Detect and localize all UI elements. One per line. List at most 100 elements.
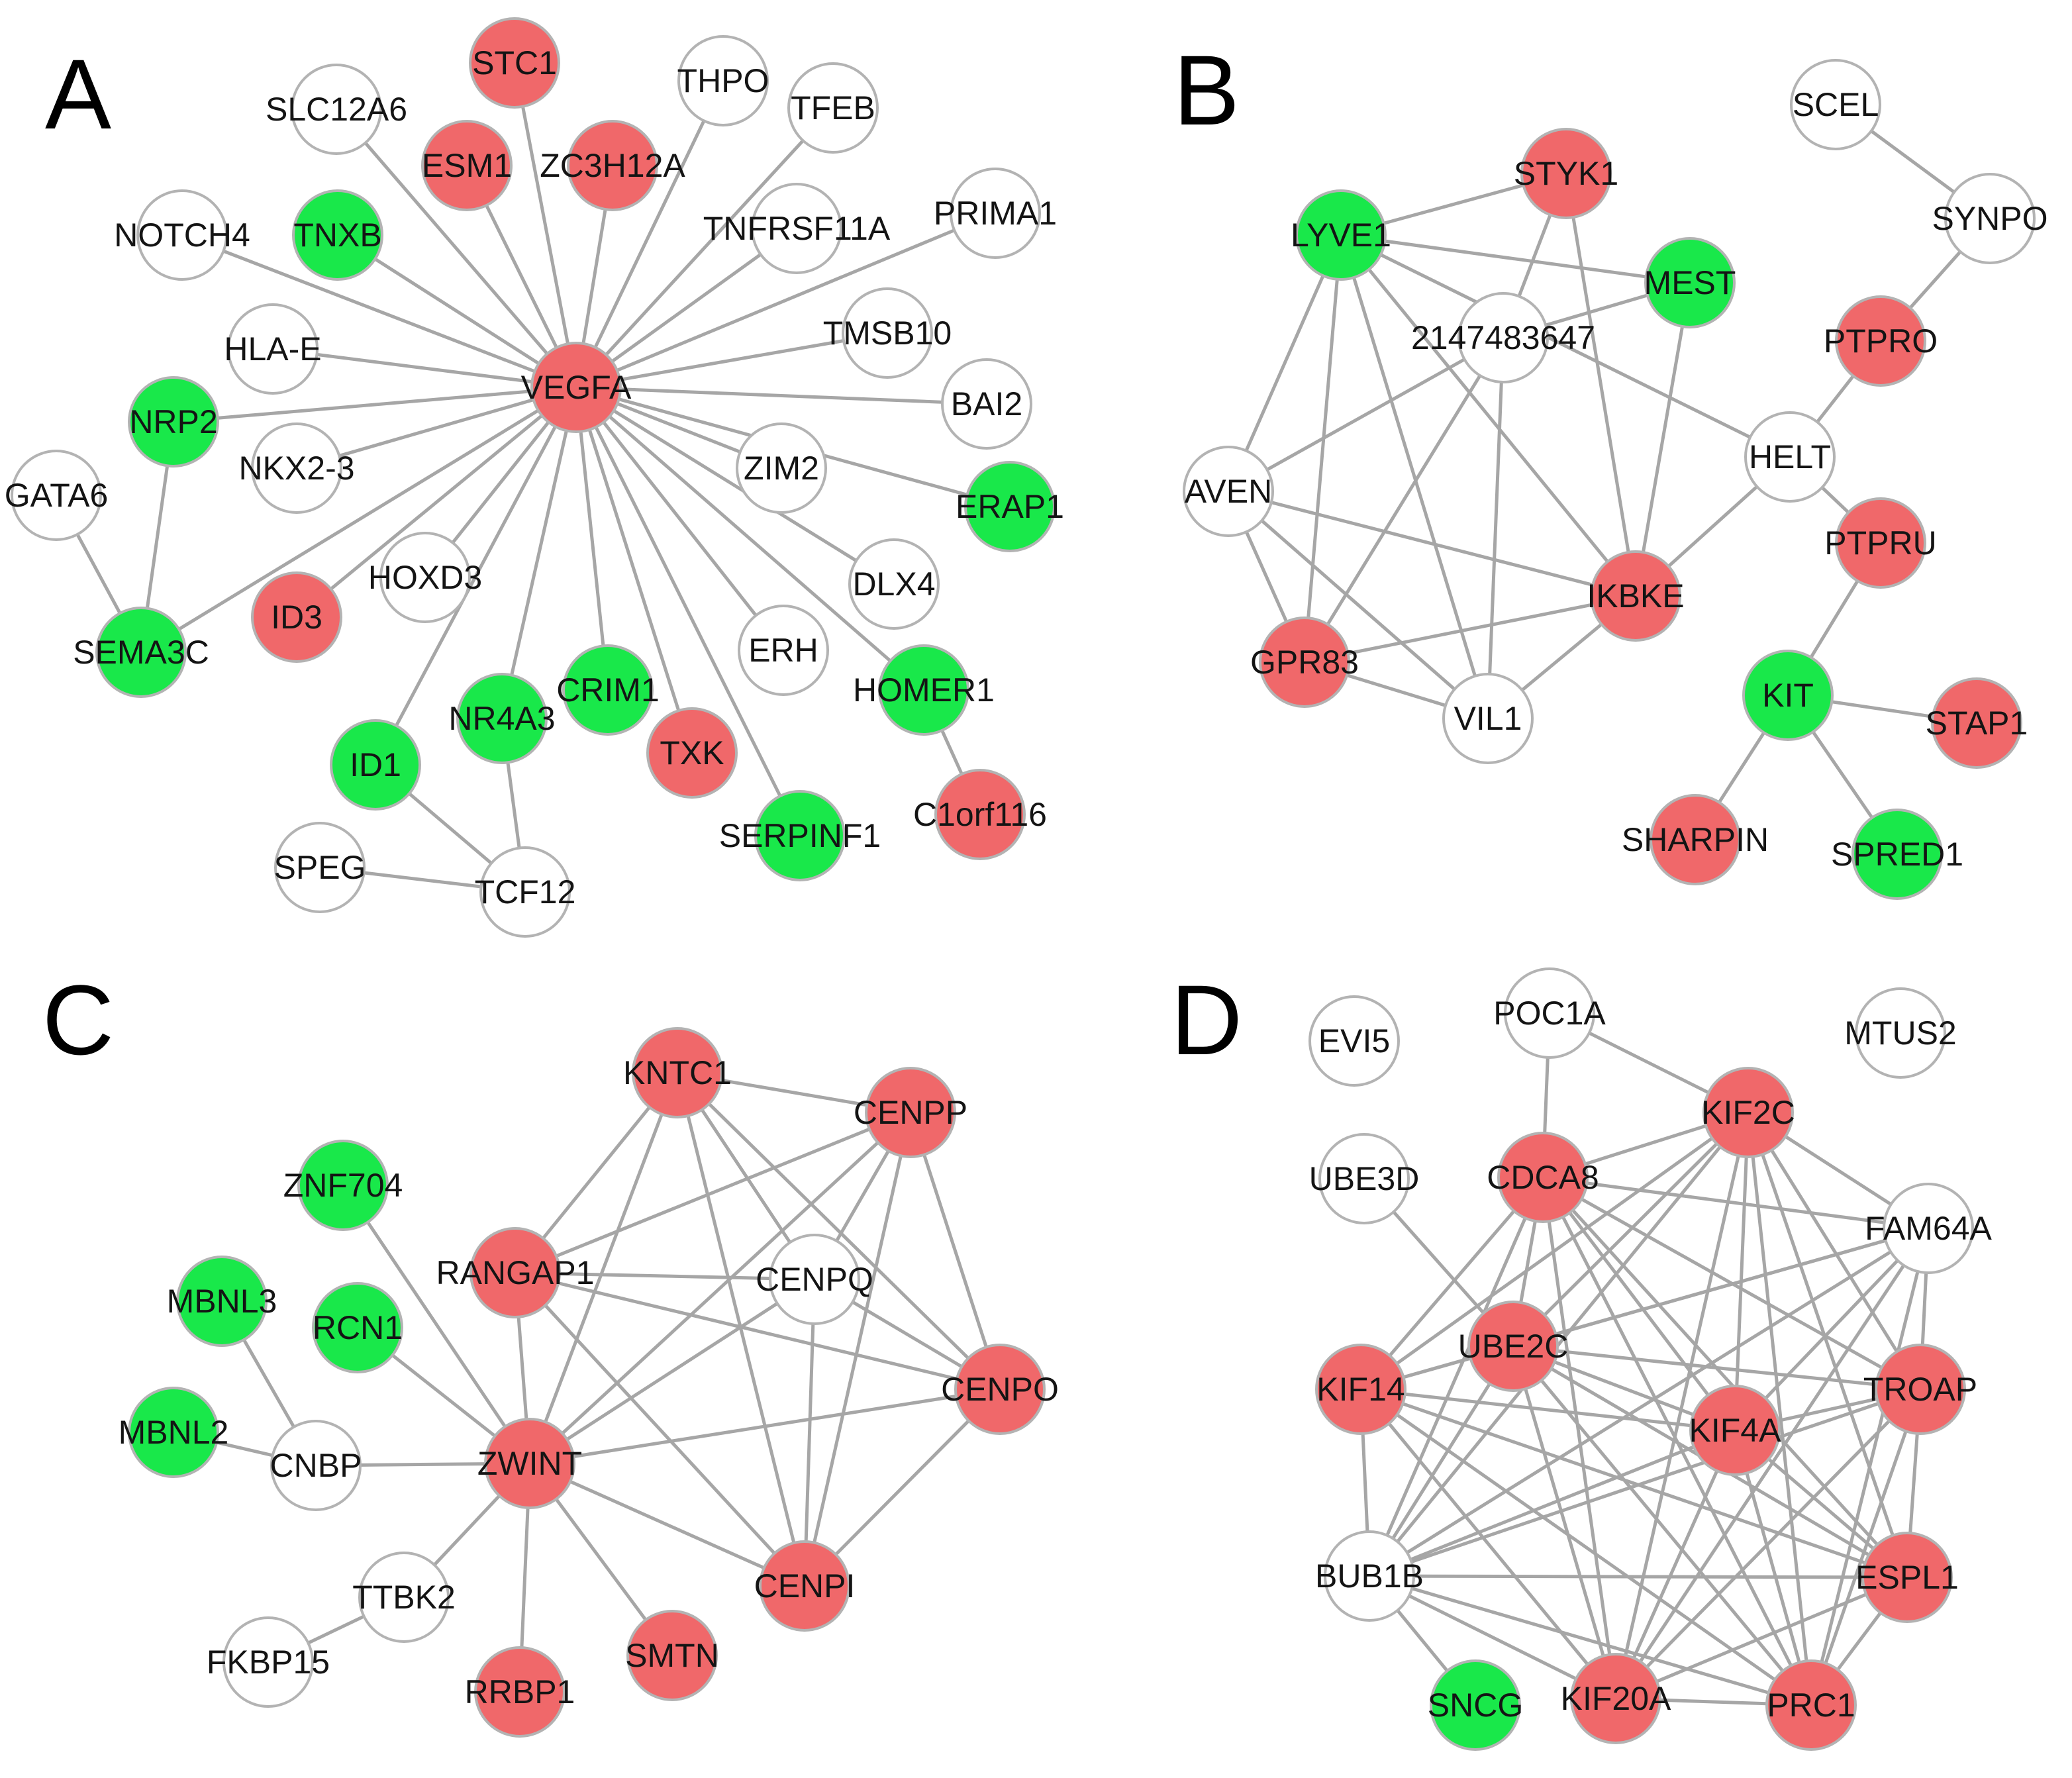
node-TXK: TXK [646, 707, 738, 799]
edge-FAM64A-PRC1 [1809, 1228, 1930, 1706]
edge-VEGFA-STC1 [513, 62, 578, 388]
node-circle [1497, 1132, 1589, 1223]
edge-GPR83-IKBKE [1304, 594, 1636, 664]
edge-LYVE1-HELT [1340, 233, 1791, 459]
edge-KIF4A-PRC1 [1733, 1430, 1813, 1706]
node-TMSB10: TMSB10 [823, 287, 952, 379]
node-circle [1259, 617, 1350, 708]
node-circle [954, 1344, 1046, 1435]
node-label: STC1 [472, 44, 557, 81]
node-RCN1: RCN1 [312, 1282, 403, 1373]
edge-KIF2C-TROAP [1746, 1111, 1922, 1391]
node-CENPP: CENPP [854, 1067, 967, 1158]
node-STAP1: STAP1 [1926, 677, 2028, 769]
node-circle [1851, 809, 1943, 900]
edge-FAM64A-BUB1B [1368, 1226, 1930, 1578]
edge-CDCA8-KIF14 [1359, 1176, 1544, 1391]
node-KNTC1: KNTC1 [623, 1027, 732, 1118]
node-SMTN: SMTN [625, 1610, 719, 1701]
node-FAM64A: FAM64A [1865, 1183, 1993, 1274]
node-ZWINT: ZWINT [477, 1418, 582, 1509]
node-label: PTPRO [1824, 322, 1938, 360]
node-THPO: THPO [677, 35, 769, 126]
node-BAI2: BAI2 [941, 358, 1032, 450]
node-label: NKX2-3 [238, 450, 354, 487]
node-label: ID1 [350, 746, 401, 783]
edge-KIF2C-PRC1 [1746, 1112, 1813, 1706]
node-circle [176, 1256, 268, 1347]
edge-layer-a [54, 62, 1011, 894]
node-label: FKBP15 [207, 1644, 330, 1681]
node-label: LYVE1 [1291, 217, 1391, 254]
edge-VEGFA-NOTCH4 [181, 233, 577, 389]
edge-RANGAP1-CENPQ [515, 1271, 815, 1281]
edge-VEGFA-CRIM1 [574, 387, 610, 691]
node-CENPI: CENPI [754, 1540, 855, 1632]
edge-STYK1-IKBKE [1564, 173, 1638, 597]
edge-KIF2C-KIF20A [1614, 1112, 1750, 1699]
edge-AVEN-IKBKE [1228, 489, 1636, 598]
node-PRC1: PRC1 [1765, 1659, 1857, 1751]
node-circle [562, 644, 654, 736]
node-label: SHARPIN [1622, 821, 1769, 858]
node-KIF4A: KIF4A [1689, 1385, 1781, 1476]
node-circle [379, 532, 471, 623]
node-label: ZWINT [477, 1445, 582, 1482]
node-circle [469, 1227, 561, 1318]
node-TFEB: TFEB [787, 62, 879, 154]
edge-VEGFA-SLC12A6 [335, 108, 577, 389]
edge-VEGFA-THPO [574, 79, 725, 389]
node-circle [1644, 237, 1736, 328]
node-label: KIF20A [1561, 1680, 1671, 1717]
node-circle [848, 538, 940, 630]
edge-VEGFA-NKX2-3 [296, 385, 577, 470]
edge-VEGFA-BAI2 [575, 385, 987, 406]
edge-layer-d [1359, 1011, 1930, 1707]
node-SLC12A6: SLC12A6 [266, 64, 407, 155]
node-circle [1308, 995, 1400, 1087]
node-label: SPRED1 [1831, 836, 1963, 873]
edge-VEGFA-NR4A3 [500, 387, 578, 719]
node-PRIMA1: PRIMA1 [934, 168, 1057, 259]
node-label: TCF12 [475, 873, 576, 911]
node-circle [842, 287, 933, 379]
node-circle [1931, 677, 2022, 769]
node-label: CNBP [270, 1447, 362, 1484]
node-label: THPO [677, 62, 769, 99]
node-GPR83: GPR83 [1250, 617, 1359, 708]
node-circle [769, 1234, 860, 1325]
node-label: FAM64A [1865, 1210, 1992, 1247]
node-label: SEMA3C [73, 634, 209, 671]
node-label: ERAP1 [956, 488, 1064, 525]
node-CRIM1: CRIM1 [556, 644, 660, 736]
node-label: CRIM1 [556, 671, 660, 709]
edge-BUB1B-KIF20A [1368, 1574, 1617, 1701]
node-ESPL1: ESPL1 [1855, 1532, 1959, 1623]
edge-VEGFA-NRP2 [173, 385, 577, 424]
node-label: DLX4 [852, 566, 935, 603]
node-HLA-E: HLA-E [224, 303, 322, 395]
node-STYK1: STYK1 [1514, 128, 1618, 219]
edge-KIF2C-BUB1B [1368, 1111, 1750, 1577]
node-circle [1742, 650, 1834, 741]
node-DLX4: DLX4 [848, 538, 940, 630]
node-label: VEGFA [521, 369, 632, 406]
node-label: GPR83 [1250, 644, 1359, 681]
node-label: RRBP1 [465, 1673, 575, 1710]
node-circle [677, 35, 769, 126]
node-circle [530, 342, 622, 433]
edge-CENPQ-ZWINT [528, 1277, 816, 1465]
panel-label-a: A [45, 38, 111, 150]
node-VIL1: VIL1 [1442, 673, 1534, 764]
node-label: IKBKE [1587, 577, 1684, 615]
node-NKX2-3: NKX2-3 [238, 422, 355, 514]
edge-KIF14-PRC1 [1359, 1387, 1812, 1707]
node-circle [128, 376, 219, 468]
node-circle [1183, 446, 1274, 537]
node-label: TNXB [293, 217, 381, 254]
node-UBE2C: UBE2C [1458, 1301, 1568, 1392]
node-label: BAI2 [951, 385, 1022, 422]
node-CENPQ: CENPQ [756, 1234, 873, 1325]
edge-CENPO-ZWINT [529, 1387, 1001, 1465]
